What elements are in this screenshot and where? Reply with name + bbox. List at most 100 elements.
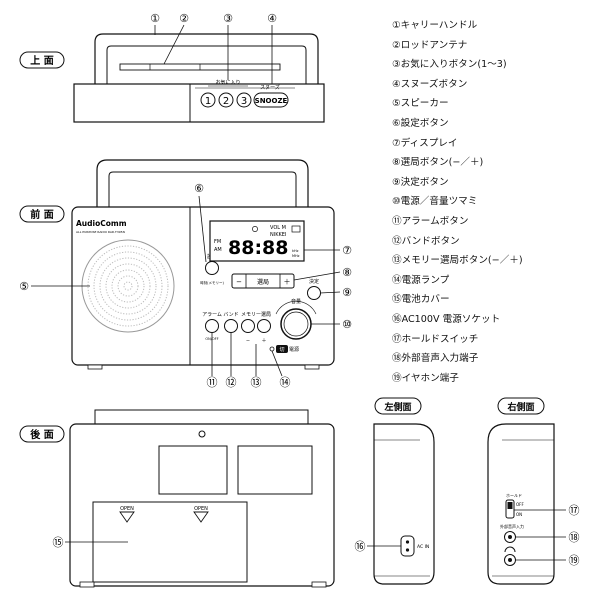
legend-item: ⑯AC100V 電源ソケット (392, 310, 597, 330)
open-label-2: OPEN (194, 506, 208, 512)
favorite-button-2-label: 2 (223, 96, 229, 107)
open-arrow-2 (193, 511, 209, 523)
favorite-button-3[interactable] (236, 92, 252, 108)
snooze-button[interactable] (253, 92, 289, 108)
legend-item: ⑦ディスプレイ (392, 134, 597, 154)
legend-number: ⑲ (392, 372, 402, 384)
callout-12: ⑫ (226, 333, 237, 389)
svg-text:⑪: ⑪ (207, 376, 218, 389)
callout-13: ⑬ (251, 344, 262, 389)
callout-10: ⑩ (311, 318, 352, 331)
brand-logo: AudioComm (76, 219, 127, 228)
callout-15: ⑮ (53, 536, 128, 549)
svg-text:⑯: ⑯ (355, 540, 366, 553)
hold-switch-knob (507, 502, 513, 509)
legend-item: ⑬メモリー選局ボタン(−／＋) (392, 251, 597, 271)
top-view-label: 上 面 (30, 54, 53, 67)
memory-plus-button[interactable] (257, 319, 271, 333)
favorite-button-2[interactable] (218, 92, 234, 108)
legend-item: ⑤スピーカー (392, 94, 597, 114)
set-button[interactable] (205, 261, 219, 275)
callout-6: ⑥ (194, 182, 207, 263)
memory-minus-button[interactable] (241, 319, 255, 333)
headphone-icon (504, 546, 516, 553)
legend-number: ⑭ (392, 274, 402, 286)
legend-number: ⑦ (392, 137, 401, 149)
hanging-hole (198, 430, 206, 438)
display-band-am: AM (214, 247, 222, 253)
legend-item: ⑧選局ボタン(−／＋) (392, 153, 597, 173)
legend-number: ③ (392, 59, 401, 71)
display-digits: 88:88 (228, 237, 288, 259)
callout-8: ⑧ (293, 266, 352, 281)
ac-socket[interactable] (400, 535, 415, 557)
legend-number: ⑮ (392, 294, 402, 306)
callout-19: ⑲ (516, 554, 580, 567)
callout-3: ③ (223, 12, 233, 80)
volume-knob[interactable] (280, 308, 312, 340)
legend-text: メモリー選局ボタン(−／＋) (401, 255, 523, 267)
callout-4: ④ (267, 12, 277, 84)
legend-number: ⑩ (392, 196, 401, 208)
legend-text: 決定ボタン (400, 176, 449, 188)
callout-2: ② (163, 12, 189, 65)
legend-item: ⑫バンドボタン (392, 232, 597, 252)
back-panel-right (237, 445, 313, 495)
svg-text:②: ② (179, 12, 189, 25)
tune-minus-button[interactable]: − (236, 278, 242, 286)
back-foot-right (311, 581, 327, 588)
alarm-button[interactable] (205, 319, 219, 333)
legend-text: 選局ボタン(−／＋) (400, 157, 484, 169)
callout-14: ⑭ (271, 350, 291, 389)
front-foot-left (87, 364, 103, 370)
front-view: 前 面 AudioComm ALL PURPOSE RADIO RAD-T395… (19, 159, 352, 389)
tune-label: 選局 (257, 278, 269, 286)
svg-text:⑧: ⑧ (342, 266, 352, 279)
enter-button[interactable] (307, 286, 321, 300)
svg-text:⑰: ⑰ (569, 504, 580, 517)
display-signal-icon (291, 225, 301, 233)
display-mhz: MHz (292, 254, 300, 258)
model-line: ALL PURPOSE RADIO RAD-T395N (76, 230, 125, 234)
favorite-button-1[interactable] (200, 92, 216, 108)
legend-item: ⑨決定ボタン (392, 173, 597, 193)
legend-item: ⑪アラームボタン (392, 212, 597, 232)
callout-7: ⑦ (304, 244, 352, 257)
display-nikkei: NIKKEI (270, 232, 286, 238)
ac-socket-pin-2 (405, 548, 410, 552)
back-view-label-box (19, 425, 65, 443)
top-view: 上 面 お気に入り 1 2 3 スヌーズ SNOOZE ① ② (19, 12, 325, 123)
legend-number: ⑬ (392, 255, 402, 267)
power-badge (276, 345, 288, 353)
legend-item: ④スヌーズボタン (392, 75, 597, 95)
legend-text: スヌーズボタン (400, 78, 468, 90)
legend-text: イヤホン端子 (401, 372, 459, 384)
right-side-body (487, 423, 555, 585)
favorite-button-3-label: 3 (241, 96, 247, 107)
band-button-label: バンド (223, 312, 238, 318)
speaker-grille (81, 239, 175, 333)
legend-item: ⑮電池カバー (392, 290, 597, 310)
legend-number: ⑨ (392, 176, 401, 188)
band-button[interactable] (224, 319, 238, 333)
legend-item: ②ロッドアンテナ (392, 36, 597, 56)
legend-item: ⑩電源／音量ツマミ (392, 192, 597, 212)
svg-text:③: ③ (223, 12, 233, 25)
tune-plus-button[interactable]: ＋ (284, 278, 291, 286)
enter-button-label: 決定 (309, 278, 319, 285)
legend-text: 電池カバー (401, 294, 450, 306)
earphone-jack-inner (508, 558, 512, 562)
callout-1: ① (150, 12, 160, 35)
legend-item: ⑭電源ランプ (392, 271, 597, 291)
back-view: 後 面 OPEN OPEN ⑮ (19, 409, 335, 588)
volume-arc (275, 300, 317, 315)
svg-text:⑥: ⑥ (194, 182, 204, 195)
callout-5: ⑤ (19, 280, 90, 293)
svg-text:⑮: ⑮ (53, 536, 64, 549)
svg-text:①: ① (150, 12, 160, 25)
snooze-button-label: SNOOZE (255, 97, 288, 105)
legend-text: AC100V 電源ソケット (401, 313, 501, 325)
right-view-label-box (497, 397, 545, 415)
left-view: 左側面 AC IN ⑯ (355, 397, 435, 585)
open-label-1: OPEN (120, 506, 134, 512)
